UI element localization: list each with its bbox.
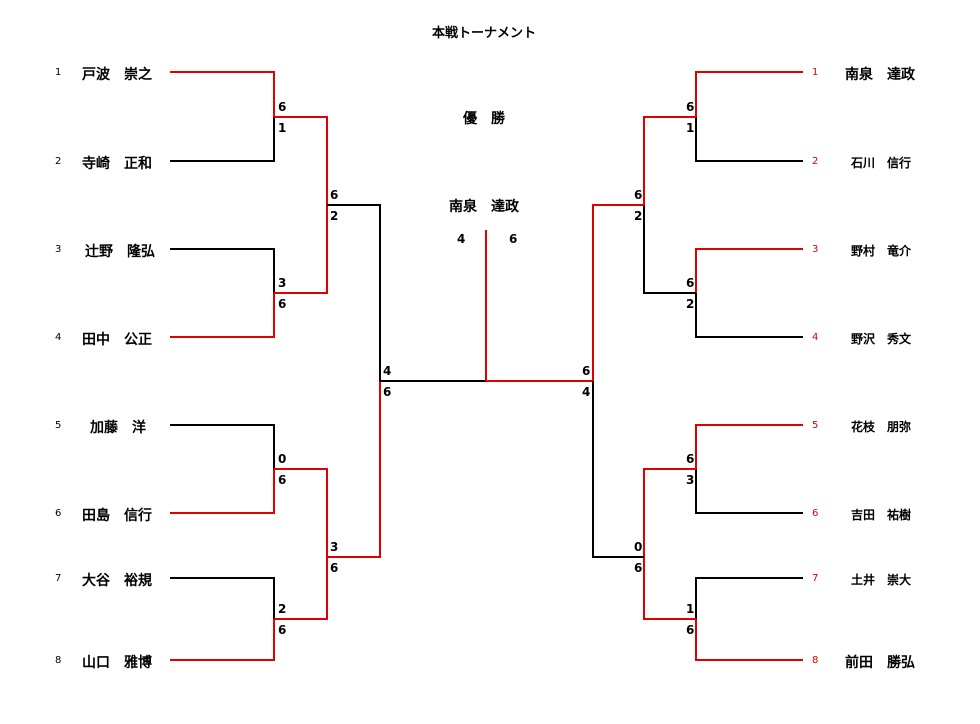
bracket-line (170, 293, 275, 338)
bracket-line (592, 381, 644, 558)
right-r2-m2-top: 0 (634, 540, 643, 554)
bracket-line (643, 205, 696, 294)
bracket-line (643, 468, 696, 557)
right-r1-m3-top: 6 (686, 452, 695, 466)
page-title: 本戦トーナメント (432, 26, 537, 41)
right-player-3: 野村 竜介 (851, 244, 912, 258)
right-r1-m4-bottom: 6 (686, 623, 695, 637)
bracket-line (643, 557, 696, 620)
left-r3-top: 4 (383, 364, 392, 378)
right-player-2: 石川 信行 (851, 156, 912, 170)
left-r2-m2-top: 3 (330, 540, 339, 554)
bracket-line (274, 468, 328, 557)
bracket-line (274, 205, 328, 294)
right-r1-m4-top: 1 (686, 602, 695, 616)
champion-label: 優 勝 (463, 111, 505, 127)
left-r1-m1-bottom: 1 (278, 121, 287, 135)
left-seed-1: 1 (55, 67, 62, 78)
bracket-line (695, 424, 803, 469)
left-r2-m1-bottom: 2 (330, 209, 339, 223)
left-seed-5: 5 (55, 420, 62, 431)
left-player-2: 寺崎 正和 (82, 156, 152, 172)
bracket-line (592, 204, 644, 381)
right-player-6: 吉田 祐樹 (851, 508, 912, 522)
left-seed-8: 8 (55, 655, 62, 666)
right-r1-m1-bottom: 1 (686, 121, 695, 135)
left-r1-m2-top: 3 (278, 276, 287, 290)
right-r1-m2-bottom: 2 (686, 297, 695, 311)
right-seed-6: 6 (812, 508, 819, 519)
right-player-5: 花枝 朋弥 (851, 420, 912, 434)
bracket-line (643, 116, 696, 205)
left-seed-4: 4 (55, 332, 62, 343)
bracket-line (170, 248, 275, 293)
bracket-line (695, 469, 803, 514)
left-r3-bottom: 6 (383, 385, 392, 399)
bracket-line (170, 117, 275, 162)
left-r2-m2-bottom: 6 (330, 561, 339, 575)
bracket-line (695, 619, 803, 661)
right-player-1: 南泉 達政 (845, 67, 915, 83)
right-seed-8: 8 (812, 655, 819, 666)
bracket-line (695, 248, 803, 293)
left-r2-m1-top: 6 (330, 188, 339, 202)
bracket-line (170, 469, 275, 514)
final-score-left: 4 (457, 232, 466, 246)
left-seed-6: 6 (55, 508, 62, 519)
right-player-8: 前田 勝弘 (845, 655, 915, 671)
left-player-6: 田島 信行 (82, 508, 152, 524)
left-player-5: 加藤 洋 (90, 420, 146, 436)
bracket-line (695, 293, 803, 338)
right-seed-2: 2 (812, 156, 819, 167)
right-seed-5: 5 (812, 420, 819, 431)
left-r1-m3-bottom: 6 (278, 473, 287, 487)
bracket-line (170, 619, 275, 661)
right-seed-1: 1 (812, 67, 819, 78)
left-player-8: 山口 雅博 (82, 655, 152, 671)
left-player-4: 田中 公正 (82, 332, 152, 348)
left-seed-2: 2 (55, 156, 62, 167)
bracket-line (695, 71, 803, 117)
bracket-line (327, 204, 381, 381)
right-r1-m2-top: 6 (686, 276, 695, 290)
left-seed-3: 3 (55, 244, 62, 255)
left-player-7: 大谷 裕規 (82, 573, 152, 589)
bracket-line (274, 557, 328, 620)
left-r1-m1-top: 6 (278, 100, 287, 114)
bracket-line (695, 577, 803, 619)
bracket-line (170, 71, 275, 117)
left-r1-m4-bottom: 6 (278, 623, 287, 637)
left-seed-7: 7 (55, 573, 62, 584)
left-r1-m4-top: 2 (278, 602, 287, 616)
right-player-4: 野沢 秀文 (851, 332, 912, 346)
right-r3-top: 6 (582, 364, 591, 378)
right-r3-bottom: 4 (582, 385, 591, 399)
bracket-line (695, 117, 803, 162)
left-player-3: 辻野 隆弘 (85, 244, 155, 260)
bracket-line (170, 424, 275, 469)
right-r2-m1-top: 6 (634, 188, 643, 202)
bracket-line (274, 116, 328, 205)
bracket-line (170, 577, 275, 619)
left-r1-m2-bottom: 6 (278, 297, 287, 311)
right-seed-7: 7 (812, 573, 819, 584)
right-seed-3: 3 (812, 244, 819, 255)
bracket-line (327, 381, 381, 558)
right-r2-m2-bottom: 6 (634, 561, 643, 575)
right-r1-m1-top: 6 (686, 100, 695, 114)
left-r1-m3-top: 0 (278, 452, 287, 466)
right-seed-4: 4 (812, 332, 819, 343)
right-r2-m1-bottom: 2 (634, 209, 643, 223)
final-score-right: 6 (509, 232, 518, 246)
left-player-1: 戸波 崇之 (82, 67, 152, 83)
right-player-7: 土井 崇大 (851, 573, 912, 587)
right-r1-m3-bottom: 3 (686, 473, 695, 487)
champion-name: 南泉 達政 (449, 199, 519, 215)
